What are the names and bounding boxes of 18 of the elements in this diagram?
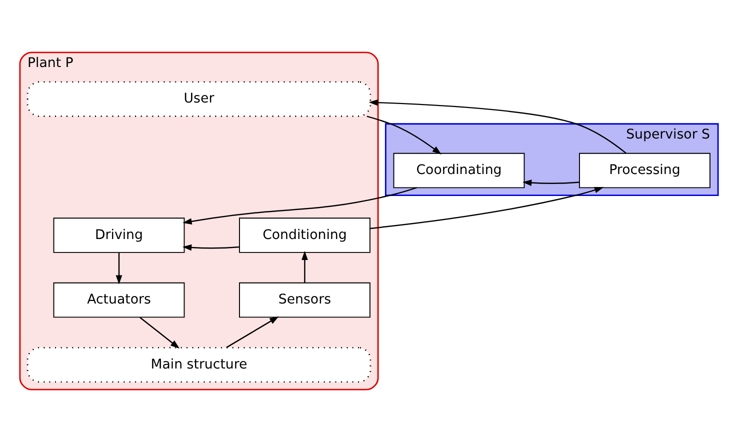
- arrow: [370, 186, 604, 230]
- arrow: [182, 187, 417, 225]
- node-box: Driving: [53, 218, 185, 253]
- arrow: [302, 250, 308, 282]
- node-box: User: [26, 81, 372, 117]
- arrow: [116, 252, 122, 284]
- arrow: [226, 316, 279, 348]
- node-box: Main structure: [26, 346, 372, 383]
- arrow: [182, 244, 240, 251]
- arrow: [368, 99, 626, 154]
- arrow: [366, 116, 442, 154]
- arrow: [140, 317, 180, 349]
- node-box: Coordinating: [393, 152, 525, 188]
- node-box: Actuators: [53, 282, 185, 318]
- node-box: Sensors: [239, 282, 370, 318]
- node-box: Processing: [579, 152, 710, 188]
- arrow: [522, 180, 580, 186]
- node-box: Conditioning: [239, 218, 370, 253]
